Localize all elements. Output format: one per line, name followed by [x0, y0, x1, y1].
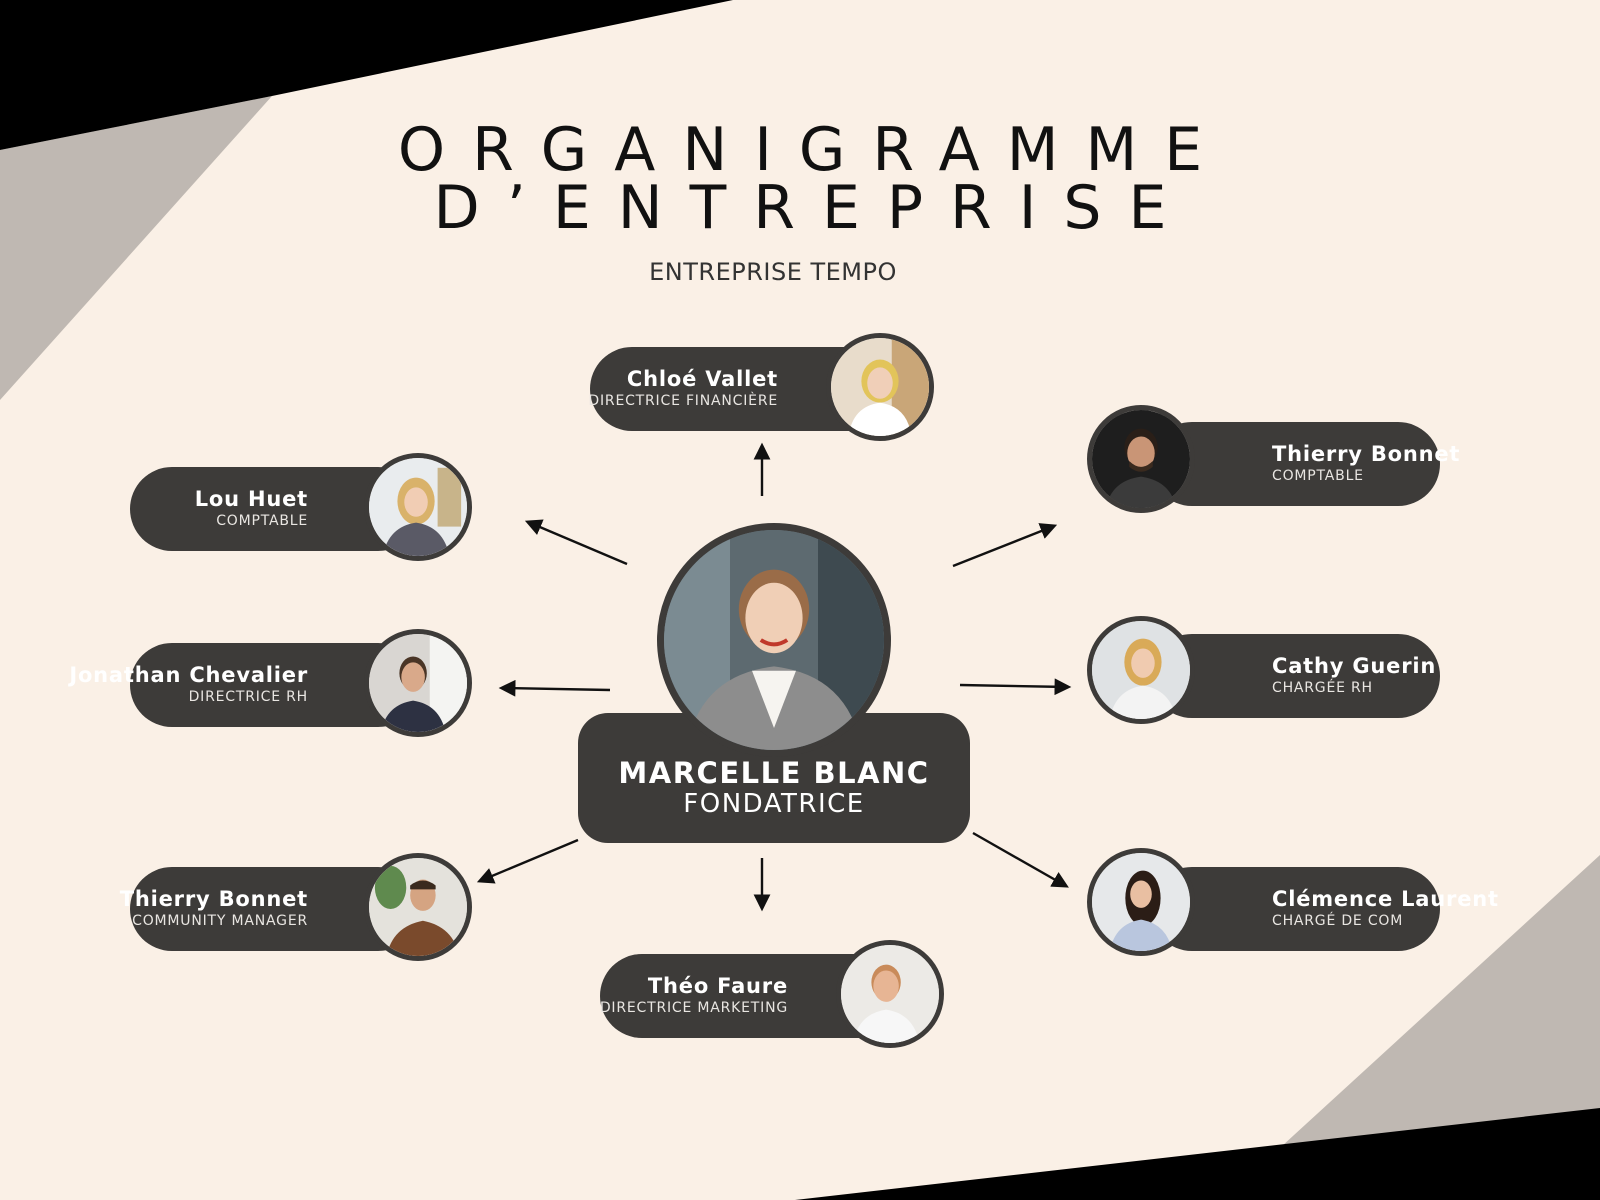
avatar-jonathan-chevalier [364, 629, 472, 737]
member-card-cathy-guerin: Cathy Guerin CHARGÉE RH [1150, 634, 1440, 718]
member-role: DIRECTRICE FINANCIÈRE [588, 393, 778, 409]
member-name: Jonathan Chevalier [69, 663, 308, 687]
avatar-chloe-vallet [826, 333, 934, 441]
member-name: Clémence Laurent [1272, 887, 1499, 911]
avatar-marcelle-blanc [657, 523, 891, 757]
member-role: CHARGÉ DE COM [1272, 913, 1404, 929]
member-name: Thierry Bonnet [119, 887, 308, 911]
member-role: COMPTABLE [1272, 468, 1364, 484]
member-role: DIRECTRICE RH [188, 689, 308, 705]
member-role: DIRECTRICE MARKETING [599, 1000, 788, 1016]
top-left-black-corner [0, 0, 733, 150]
avatar-thierry-bonnet-comptable [1087, 405, 1195, 513]
bottom-right-black-corner [795, 1108, 1600, 1200]
member-name: Chloé Vallet [626, 367, 778, 391]
avatar-cathy-guerin [1087, 616, 1195, 724]
member-name: Cathy Guerin [1272, 654, 1437, 678]
member-role: COMPTABLE [216, 513, 308, 529]
member-role: CHARGÉE RH [1272, 680, 1373, 696]
member-card-clemence-laurent: Clémence Laurent CHARGÉ DE COM [1150, 867, 1498, 951]
member-role: COMMUNITY MANAGER [132, 913, 308, 929]
root-name: MARCELLE BLANC [618, 756, 930, 790]
avatar-theo-faure [836, 940, 944, 1048]
bottom-right-grey-corner [1282, 855, 1600, 1146]
title-line-2: D’ENTREPRISE [433, 173, 1194, 243]
top-left-grey-corner [0, 96, 272, 400]
member-name: Thierry Bonnet [1272, 442, 1461, 466]
avatar-thierry-bonnet-cm [364, 853, 472, 961]
root-role: FONDATRICE [683, 789, 865, 819]
member-name: Lou Huet [194, 487, 308, 511]
avatar-lou-huet [364, 453, 472, 561]
member-card-thierry-bonnet-comptable: Thierry Bonnet COMPTABLE [1150, 422, 1459, 506]
avatar-clemence-laurent [1087, 848, 1195, 956]
company-subtitle: ENTREPRISE TEMPO [649, 258, 897, 286]
member-name: Théo Faure [647, 974, 788, 998]
title-line-1: ORGANIGRAMME [397, 115, 1230, 185]
